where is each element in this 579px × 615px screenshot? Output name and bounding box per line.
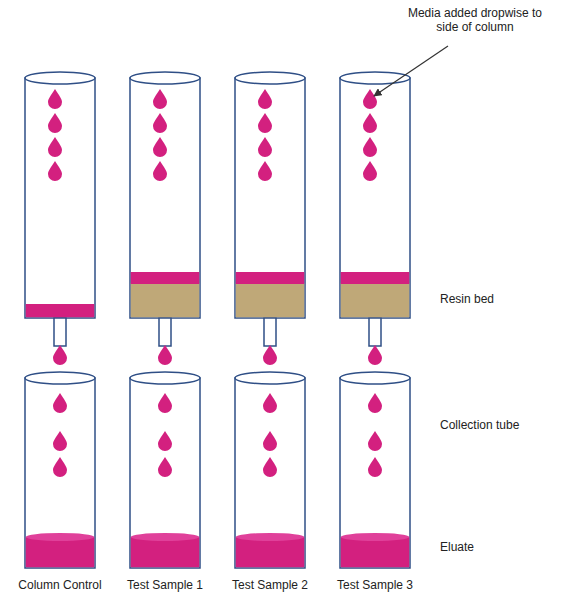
callout-text: Media added dropwise to side of column bbox=[400, 6, 550, 34]
collection-tube bbox=[25, 372, 95, 568]
sample-label: Test Sample 1 bbox=[117, 578, 213, 592]
column-control bbox=[25, 72, 95, 365]
sample-label: Test Sample 3 bbox=[327, 578, 423, 592]
collection-tube bbox=[340, 372, 410, 568]
leader-arrow bbox=[374, 46, 448, 96]
column-sample-1 bbox=[130, 72, 200, 365]
column-sample-2 bbox=[235, 72, 305, 365]
column-sample-3 bbox=[340, 72, 410, 365]
part-label: Collection tube bbox=[440, 418, 560, 432]
part-label: Eluate bbox=[440, 540, 560, 554]
part-label: Resin bed bbox=[440, 292, 560, 306]
sample-label: Test Sample 2 bbox=[222, 578, 318, 592]
collection-tube bbox=[235, 372, 305, 568]
sample-label: Column Control bbox=[12, 578, 108, 592]
collection-tube bbox=[130, 372, 200, 568]
